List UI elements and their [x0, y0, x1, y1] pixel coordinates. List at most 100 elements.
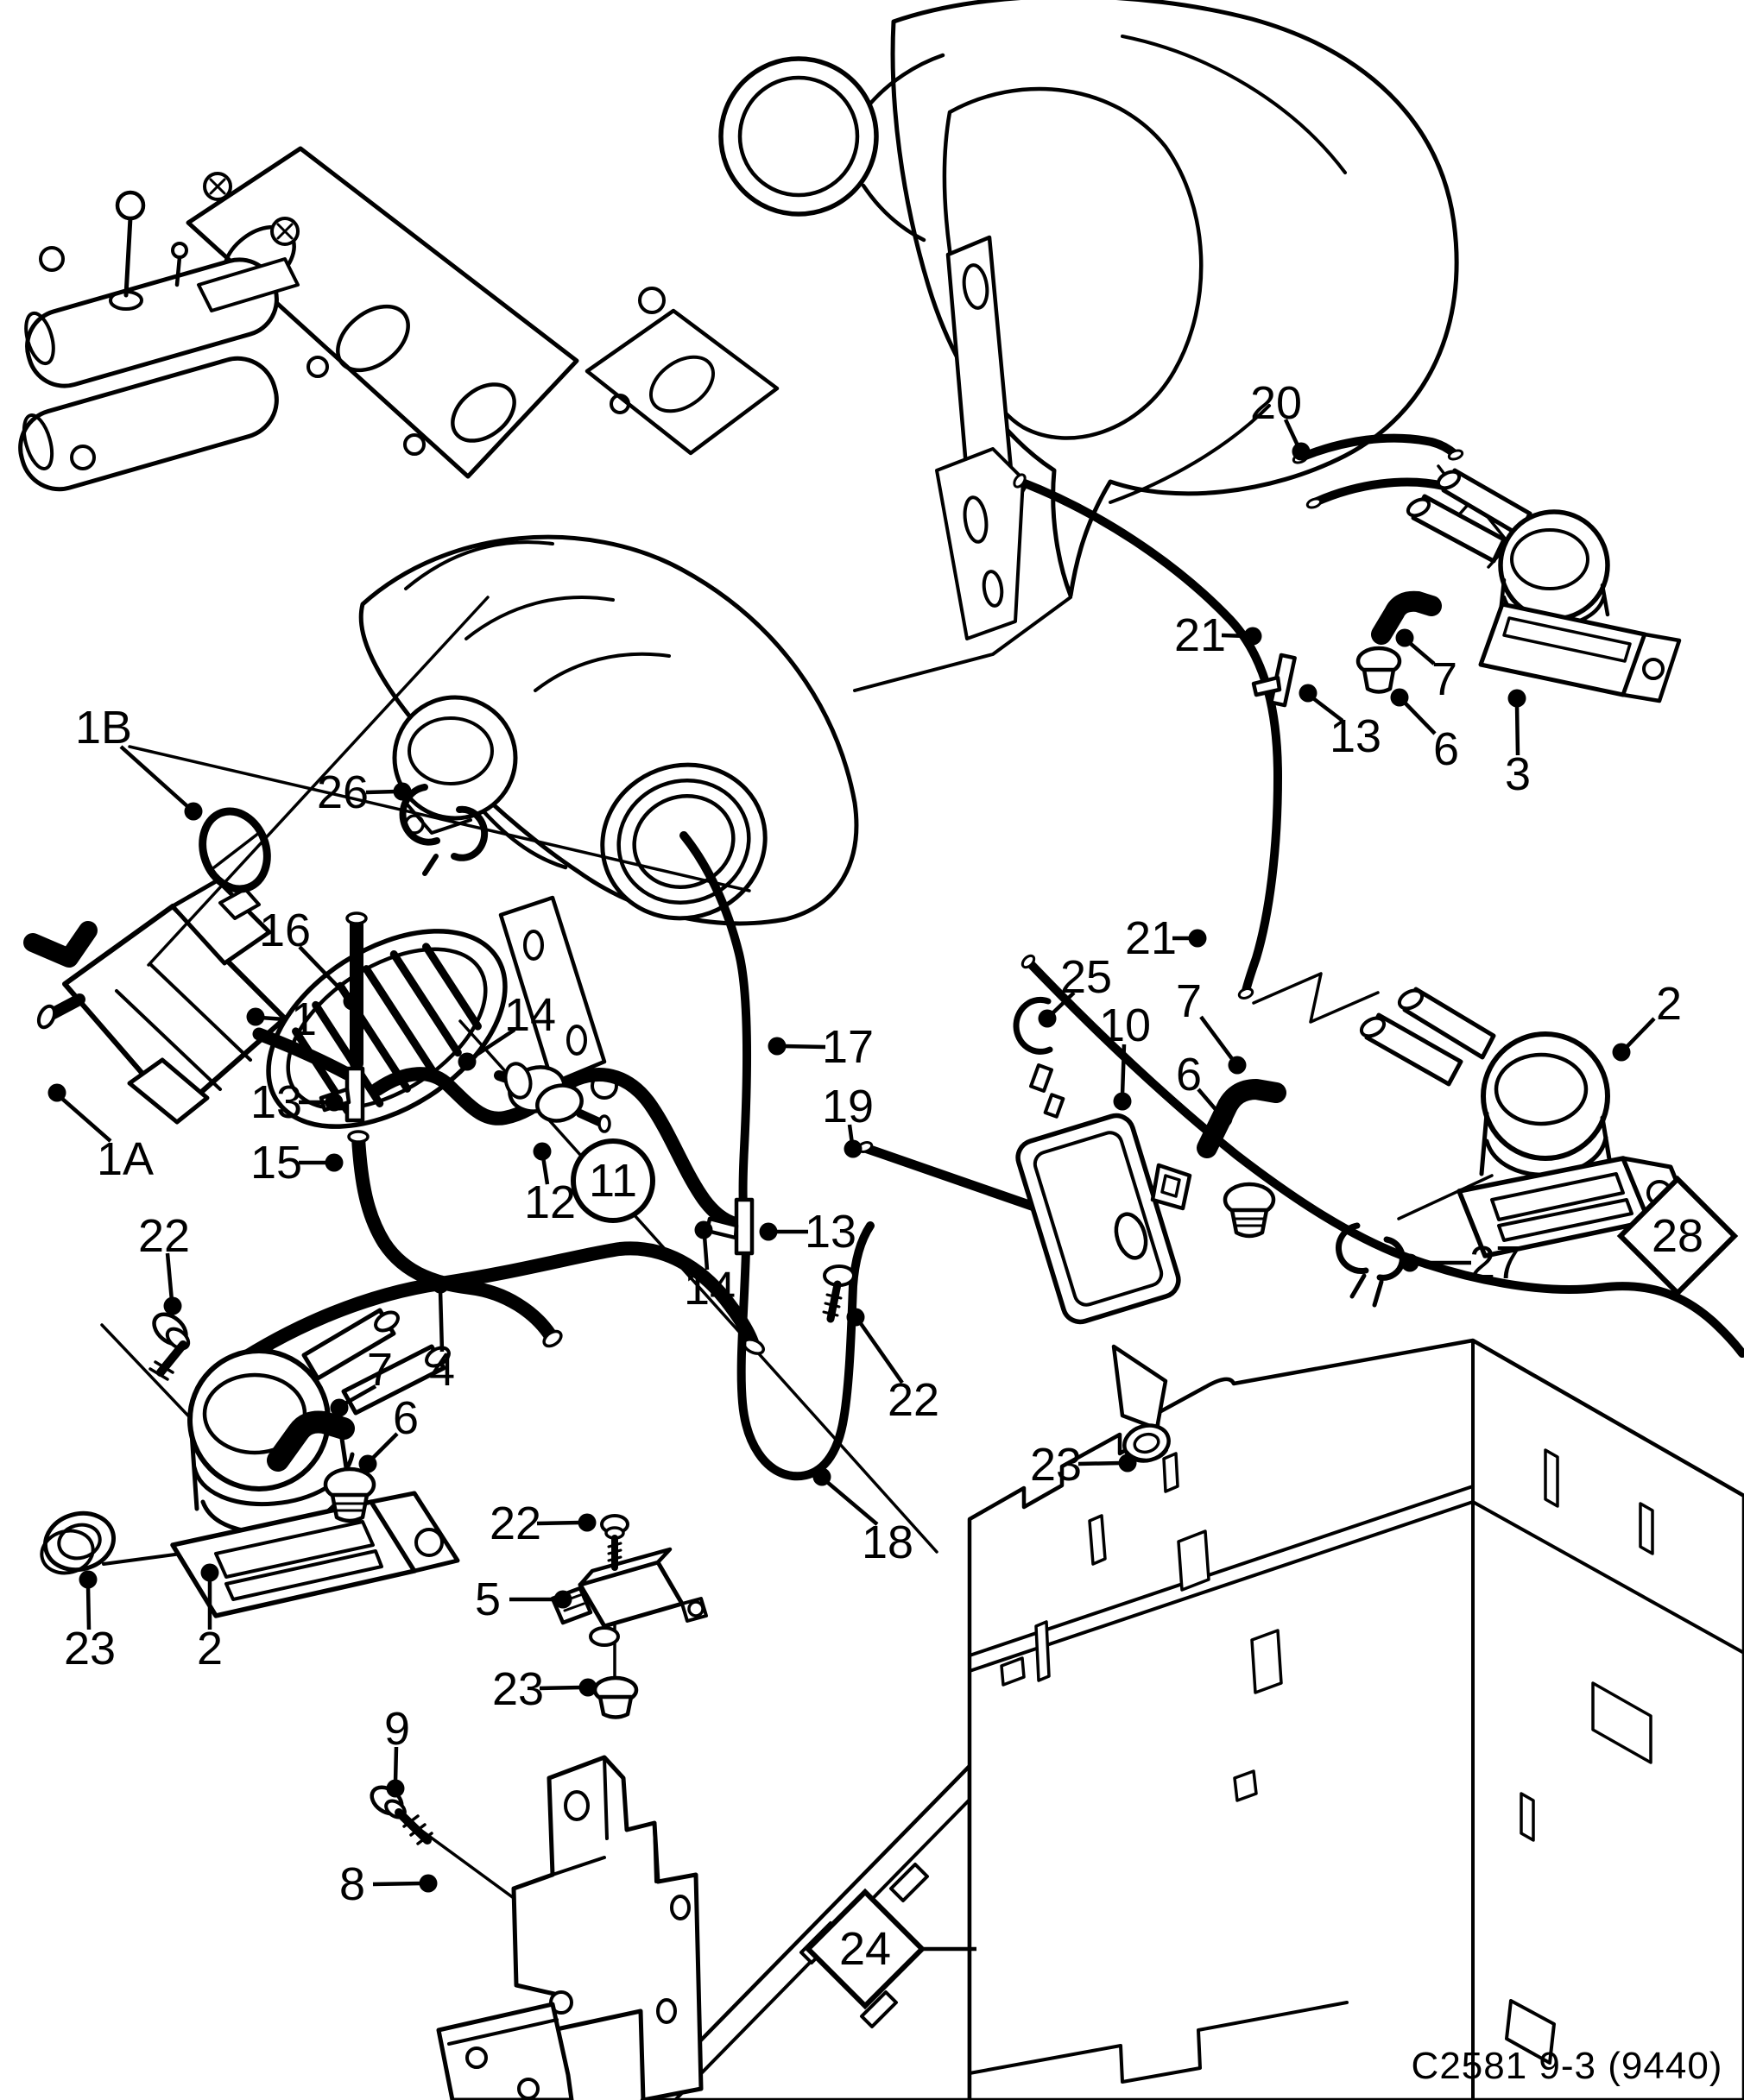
callout-23-28: 23: [1030, 1439, 1137, 1491]
screw-22-canister: [822, 1264, 856, 1323]
callout-leader-line: [372, 1881, 423, 1887]
callout-label-17: 17: [822, 1021, 874, 1073]
callout-label-13: 13: [250, 1076, 302, 1128]
callout-label-18: 18: [862, 1517, 913, 1568]
callout-diamond-shape: [1616, 1175, 1739, 1297]
callout-dot: [325, 1153, 344, 1172]
callout-dot: [578, 1678, 597, 1697]
callout-21-33: 21: [1125, 912, 1207, 964]
elbow-hose-7-mid: [1197, 1079, 1286, 1158]
elbow-hose-7-left: [267, 1410, 355, 1472]
callout-dot: [1390, 688, 1409, 707]
callout-label-6: 6: [1176, 1049, 1202, 1100]
hose-20-segment-a: [1297, 433, 1459, 462]
grommet-6-left: [323, 1466, 376, 1523]
callout-5-20: 5: [475, 1573, 572, 1625]
callout-dot: [1299, 684, 1317, 703]
callout-20-38: 20: [1250, 377, 1311, 461]
callout-dot: [1113, 1092, 1132, 1111]
callout-leader-line: [1625, 1017, 1656, 1049]
callout-label-21: 21: [1125, 912, 1177, 964]
callout-leader-line: [365, 789, 398, 795]
callout-label-22: 22: [490, 1498, 541, 1549]
callout-leader-line: [539, 1685, 583, 1691]
egr-cooler-drawing: [18, 190, 300, 492]
callout-14-14: 14: [684, 1220, 736, 1315]
callout-leader-line: [1197, 1088, 1221, 1115]
flange-bolt-icon: [203, 172, 300, 246]
hose-17: [679, 831, 752, 1223]
callout-26-1: 26: [317, 766, 412, 818]
callout-label-11: 11: [589, 1155, 637, 1207]
callout-2-34: 2: [1612, 978, 1682, 1062]
callout-dot: [246, 1007, 265, 1026]
callout-10-30: 10: [1099, 1000, 1151, 1111]
o-ring-split-line: [212, 831, 261, 869]
part-code-label: C2581 9-3 (9440): [1412, 2045, 1723, 2087]
callout-leader-line: [1077, 1460, 1122, 1466]
callout-leader-line: [370, 1432, 399, 1461]
callout-label-19: 19: [822, 1081, 874, 1132]
callout-label-7: 7: [367, 1344, 393, 1396]
callout-13-40: 13: [1299, 684, 1381, 762]
hose-16: [345, 911, 368, 1070]
callout-27-35: 27: [1400, 1237, 1521, 1289]
callout-4-15: 4: [429, 1275, 455, 1396]
callout-leader-line: [85, 1585, 92, 1630]
callout-label-2: 2: [197, 1623, 223, 1674]
callout-6-41: 6: [1390, 688, 1459, 775]
callout-dot: [431, 1275, 450, 1294]
callout-label-26: 26: [317, 766, 369, 818]
callout-dot: [844, 1139, 863, 1158]
callout-16-2: 16: [259, 905, 362, 1011]
callout-label-4: 4: [429, 1344, 455, 1396]
callout-label-12: 12: [524, 1176, 576, 1228]
callout-dot: [343, 992, 362, 1011]
callout-label-13: 13: [805, 1206, 856, 1258]
callout-22-21: 22: [490, 1498, 597, 1549]
callout-dot: [184, 802, 203, 821]
callout-label-3: 3: [1505, 748, 1531, 800]
callout-8-24: 8: [339, 1858, 438, 1910]
callout-label-6: 6: [393, 1392, 419, 1444]
callout-leader-line: [825, 1480, 879, 1526]
bushing-23-canister: [1122, 1423, 1171, 1463]
map-sensor-5-drawing: [550, 1514, 708, 1719]
callout-label-24: 24: [839, 1923, 891, 1975]
callout-dot: [163, 1296, 182, 1315]
callout-label-14: 14: [684, 1263, 736, 1315]
callout-leader-line: [1283, 419, 1300, 446]
callout-dot: [1118, 1454, 1137, 1473]
grommet-6-mid: [1223, 1182, 1276, 1239]
check-valve-12: [494, 1062, 611, 1133]
callout-28-36: 28: [1616, 1175, 1739, 1297]
callout-leader-line: [858, 1321, 904, 1384]
callout-dot: [419, 1874, 438, 1893]
callout-dot: [458, 1052, 477, 1071]
callout-leader-line: [1408, 641, 1436, 665]
callout-7-39: 7: [1395, 628, 1457, 705]
callout-dot: [1228, 1056, 1247, 1075]
canister-10-drawing: [822, 1079, 1286, 1463]
callout-leader-line: [60, 1096, 112, 1143]
solenoid-valve-1-drawing: [23, 878, 288, 1125]
callout-label-1A: 1A: [97, 1133, 154, 1185]
callout-label-5: 5: [475, 1573, 501, 1625]
callout-label-1B: 1B: [75, 702, 132, 754]
callout-dot: [330, 1398, 349, 1417]
callout-circle-shape: [571, 1138, 655, 1223]
callout-leader-line: [702, 1235, 710, 1271]
callout-label-13: 13: [1330, 710, 1381, 762]
callout-leader-line: [1120, 1044, 1127, 1096]
callout-diamond-shape: [804, 1888, 926, 2010]
callout-22-7: 22: [138, 1210, 190, 1315]
callout-dot: [553, 1590, 572, 1609]
callout-1B-0: 1B: [75, 702, 203, 821]
callout-label-8: 8: [339, 1858, 365, 1910]
callout-label-9: 9: [384, 1703, 410, 1755]
hose-21: [1016, 477, 1282, 995]
callout-leader-line: [260, 1015, 286, 1022]
callout-9-23: 9: [384, 1703, 410, 1798]
callout-1-3: 1: [246, 993, 317, 1045]
